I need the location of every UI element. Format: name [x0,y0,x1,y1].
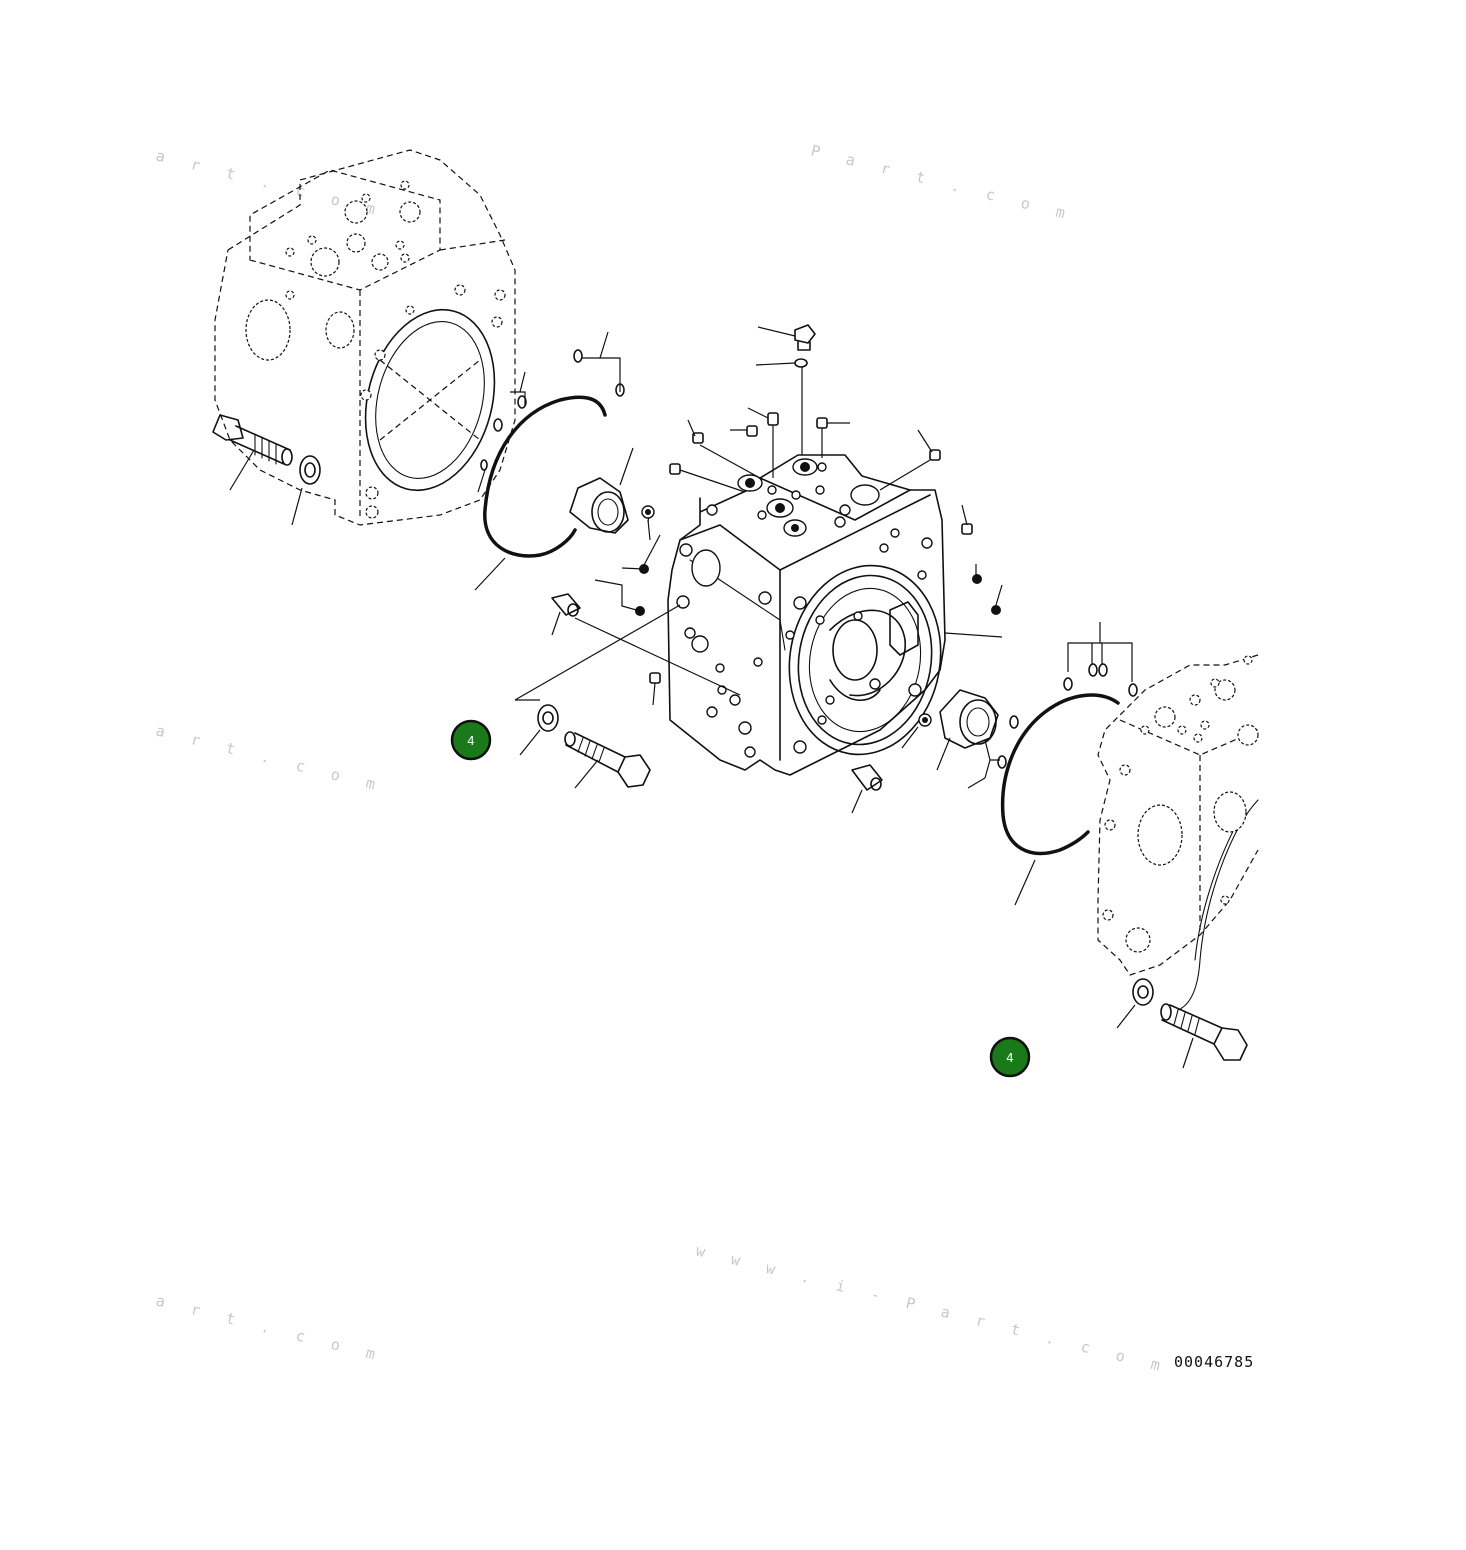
callout-badge[interactable] [989,1036,1031,1078]
right-dowel-pin [851,764,883,814]
callout-4-left[interactable]: 4 [450,719,492,761]
right-top-seals [1063,622,1138,697]
center-valve-body [667,454,1003,776]
watermark-top-right: P a r t . c o m [809,141,1076,224]
right-o-ring [1000,693,1120,906]
front-bolt-leaders [514,604,741,701]
left-bolt [212,414,293,491]
watermark-bottom-left: a r t . c o m [154,1291,386,1365]
callout-label: 4 [467,734,475,748]
center-top-plug [755,324,816,455]
right-small-seals [967,715,1019,789]
callout-badge[interactable] [450,719,492,761]
watermark-bottom-center: w w w . i - P a r t . c o m [694,1241,1171,1376]
right-pump-housing [1097,654,1259,1011]
left-bearing [569,447,634,534]
callout-4-right[interactable]: 4 [989,1036,1031,1078]
callout-label: 4 [1006,1051,1014,1065]
center-small-plugs [594,407,1003,706]
document-number: 00046785 [1174,1353,1254,1371]
left-o-ring [474,395,607,591]
right-bearing [936,689,999,771]
front-bolt [564,731,651,789]
front-washer [519,704,559,756]
left-washer [291,455,321,526]
right-bolt [1160,1003,1248,1069]
right-washer [1116,978,1154,1029]
watermarks: a r t . c o m P a r t . c o m a r t . c … [154,141,1171,1376]
right-plug [901,713,932,749]
left-dowel-pin [551,593,581,636]
watermark-mid-left: a r t . c o m [154,721,386,795]
left-pump-housing [214,149,516,526]
left-small-seals [477,331,625,493]
